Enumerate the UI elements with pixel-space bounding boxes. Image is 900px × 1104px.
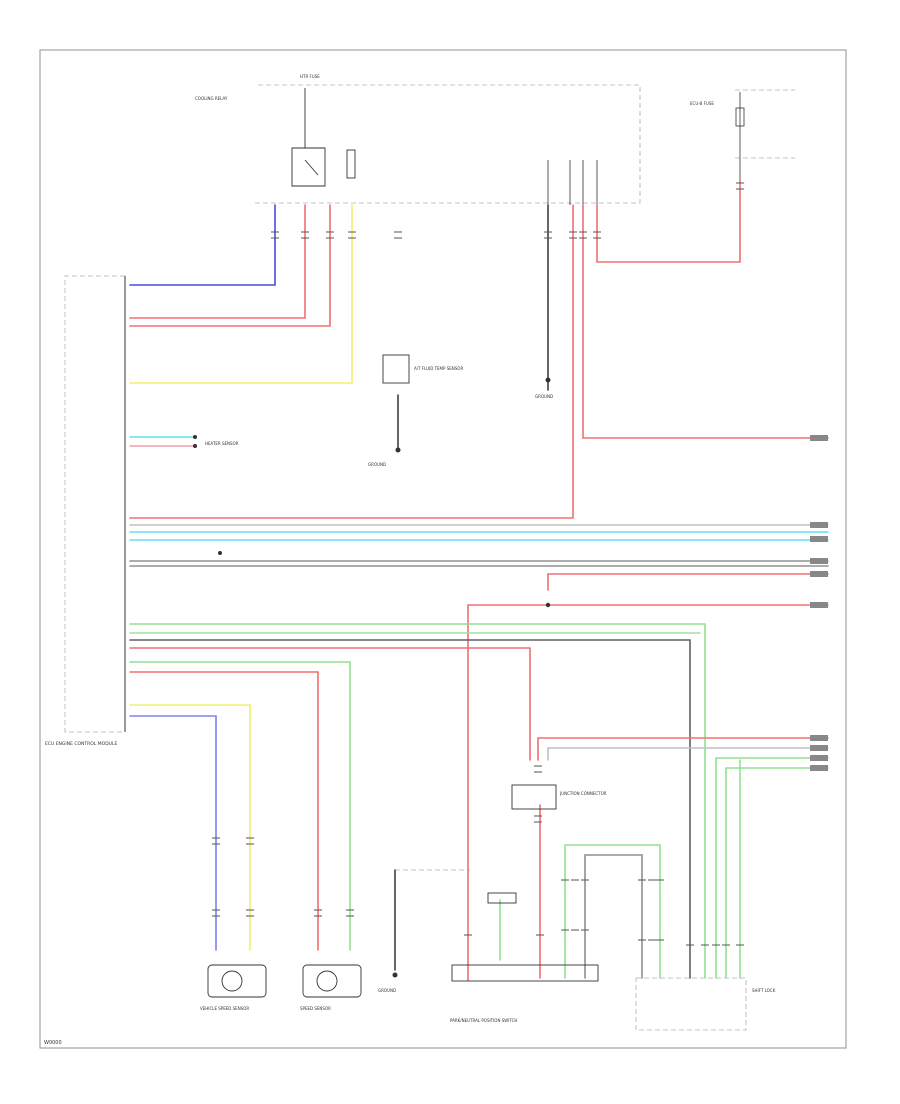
heater-sensor-label: HEATER SENSOR — [205, 441, 239, 446]
footer-label: W0000 — [44, 1040, 62, 1046]
top-fuse-label: HTR FUSE — [300, 74, 320, 79]
wires — [129, 179, 829, 981]
sensor-1-label: VEHICLE SPEED SENSOR — [200, 1006, 249, 1011]
ground-2-label: GROUND — [535, 394, 553, 399]
shift-position-switch-label: PARK/NEUTRAL POSITION SWITCH — [450, 1018, 517, 1023]
right-fuse-label: ECU-B FUSE — [690, 101, 714, 106]
diagram-frame — [39, 49, 847, 1049]
sensor-2-label: SPEED SENSOR — [300, 1006, 331, 1011]
cooling-relay — [291, 88, 356, 187]
lock-switch-label: SHIFT LOCK — [752, 988, 776, 993]
atf-sensor-label: A/T FLUID TEMP SENSOR — [414, 366, 463, 371]
atf-relay — [547, 160, 598, 205]
right-fuse — [735, 92, 745, 180]
wire-end-markers — [810, 435, 828, 771]
components — [207, 354, 599, 998]
joint-label: JUNCTION CONNECTOR — [559, 791, 607, 796]
splices — [193, 377, 551, 978]
connector-ticks — [212, 182, 744, 946]
ground-1-label: GROUND — [368, 462, 386, 467]
sensor-1 — [207, 964, 267, 998]
sensor-2 — [302, 964, 362, 998]
ecm-label: ECU ENGINE CONTROL MODULE — [45, 741, 117, 747]
cooling-relay-label: COOLING RELAY — [195, 96, 228, 101]
module-boundaries — [64, 84, 795, 1031]
ground-3-label: GROUND — [378, 988, 396, 993]
